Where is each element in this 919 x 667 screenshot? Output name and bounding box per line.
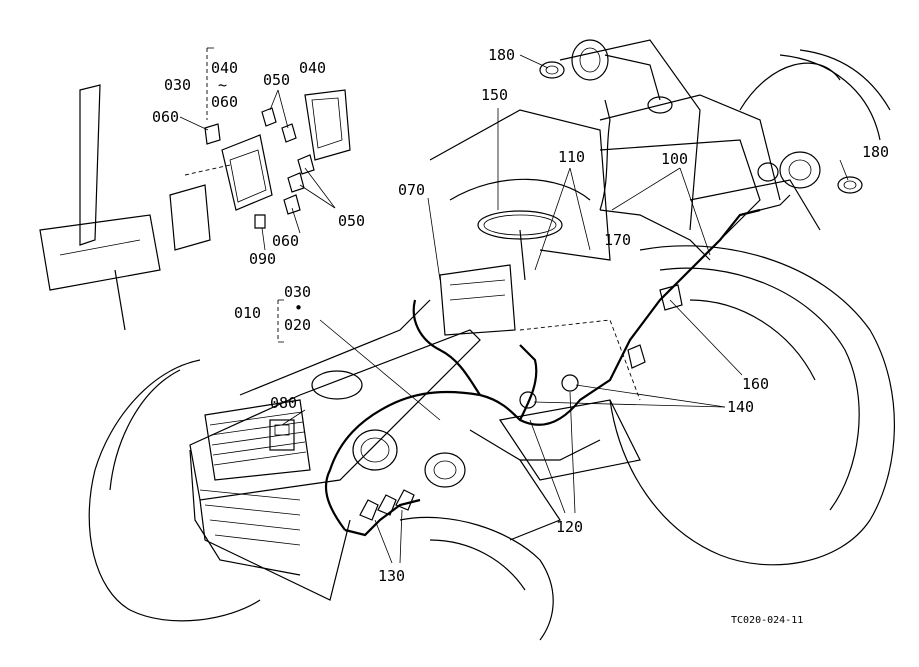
callout-150: 150	[481, 86, 508, 104]
tractor-outline	[88, 39, 895, 641]
callout-180-right: 180	[862, 143, 889, 161]
callout-030-upper: 030	[164, 76, 191, 94]
callout-110: 110	[558, 148, 585, 166]
callout-dot: •	[294, 299, 303, 317]
callout-080: 080	[270, 394, 297, 412]
component-fuse-box	[221, 89, 351, 229]
wiring-harness	[325, 99, 791, 537]
component-headlamp-right	[757, 151, 821, 189]
callout-090: 090	[249, 250, 276, 268]
component-fuses-050	[204, 107, 315, 215]
callout-040-right: 040	[299, 59, 326, 77]
callout-100: 100	[661, 150, 688, 168]
callout-160: 160	[742, 375, 769, 393]
callout-040-range-start: 040	[211, 59, 238, 77]
component-bulb-180-right	[837, 176, 863, 194]
component-switch-160	[627, 284, 683, 369]
callout-010: 010	[234, 304, 261, 322]
callout-050-right: 050	[338, 212, 365, 230]
callout-labels: 180 180 150 110 100 170 160 140 120 130 …	[152, 46, 889, 585]
callout-020: 020	[284, 316, 311, 334]
component-mount-bracket	[39, 84, 231, 331]
component-connectors-130	[359, 489, 415, 521]
callout-070: 070	[398, 181, 425, 199]
callout-060-range-end: 060	[211, 93, 238, 111]
callout-030-lower: 030	[284, 283, 311, 301]
callout-170: 170	[604, 231, 631, 249]
component-alternator	[352, 429, 466, 488]
component-headlamp-left	[571, 39, 673, 114]
callout-140: 140	[727, 398, 754, 416]
callout-180-left: 180	[488, 46, 515, 64]
leader-lines	[179, 47, 849, 564]
component-relays-140	[519, 374, 579, 409]
callout-060-left: 060	[152, 108, 179, 126]
image-code: TC020-024-11	[731, 615, 803, 626]
callout-130: 130	[378, 567, 405, 585]
component-bulb-180-left	[539, 61, 565, 79]
callout-050-top: 050	[263, 71, 290, 89]
callout-060-bottom: 060	[272, 232, 299, 250]
callout-120: 120	[556, 518, 583, 536]
callout-tilde: ~	[218, 76, 227, 94]
